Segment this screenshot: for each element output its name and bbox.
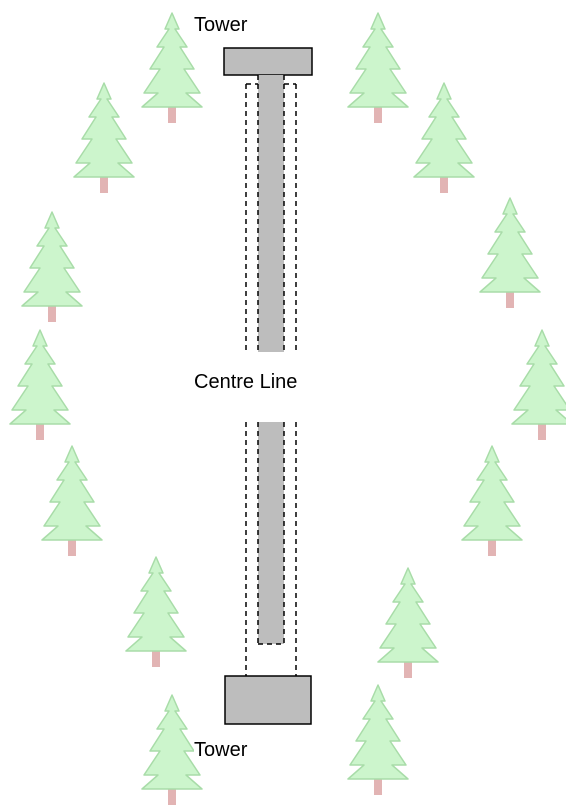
pine-tree-icon (9, 329, 71, 441)
pine-tree-icon (21, 211, 83, 323)
pine-tree-icon (125, 556, 187, 668)
centre-line-label: Centre Line (194, 371, 298, 393)
pine-tree-icon (73, 82, 135, 194)
tower-bottom-block (224, 675, 312, 725)
tower-bottom-label: Tower (194, 739, 248, 761)
pine-tree-icon (461, 445, 523, 557)
runway-lower-strip (258, 422, 284, 644)
pine-tree-icon (347, 12, 409, 124)
pine-tree-icon (141, 12, 203, 124)
pine-tree-icon (41, 445, 103, 557)
runway-upper (245, 75, 297, 352)
pine-tree-icon (377, 567, 439, 679)
runway-upper-strip (258, 75, 284, 352)
pine-tree-icon (413, 82, 475, 194)
pine-tree-icon (347, 684, 409, 796)
tower-top-block (223, 47, 313, 76)
runway-lower (245, 422, 297, 676)
pine-tree-icon (479, 197, 541, 309)
tower-top-label: Tower (194, 14, 248, 36)
pine-tree-icon (141, 694, 203, 806)
pine-tree-icon (511, 329, 566, 441)
